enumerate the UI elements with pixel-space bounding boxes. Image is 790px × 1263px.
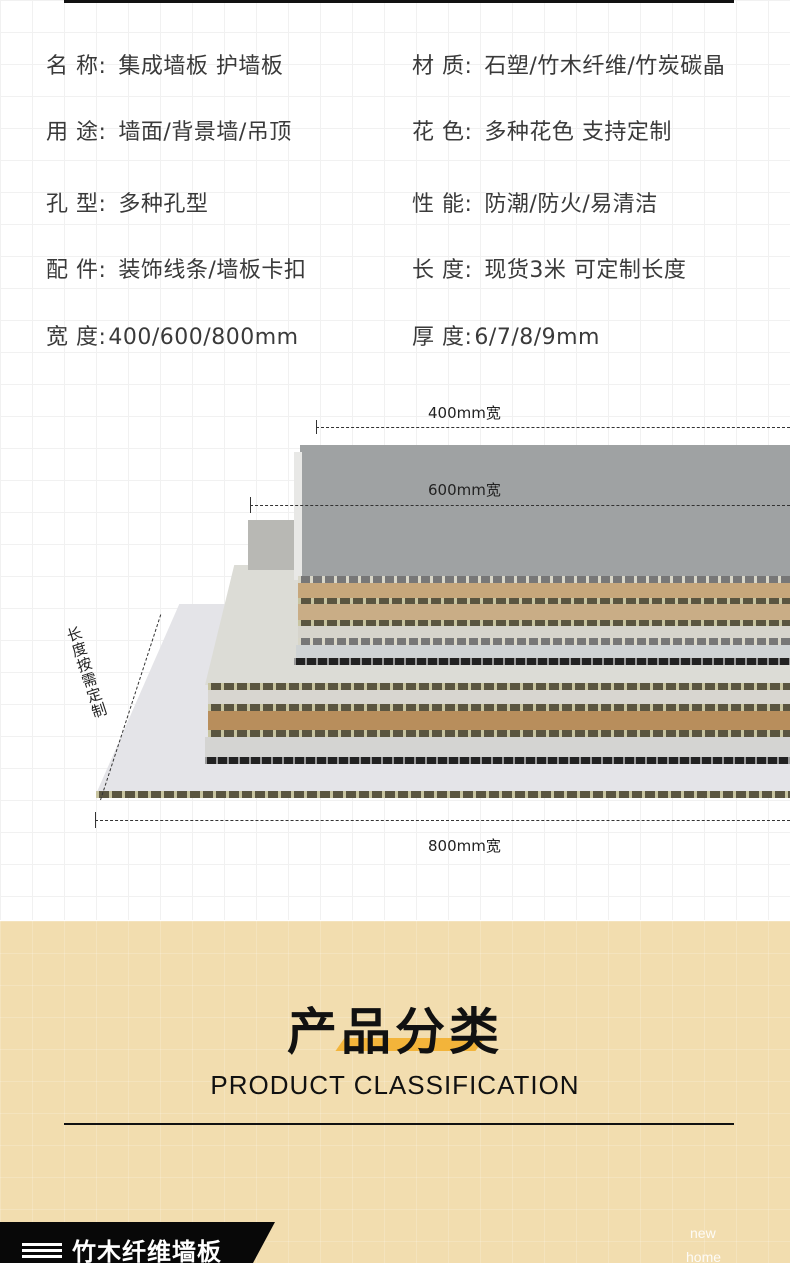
spec-usage: 用 途: 墙面/背景墙/吊顶 xyxy=(46,114,292,146)
panel-600-silver xyxy=(205,737,790,757)
spec-hole-type: 孔 型: 多种孔型 xyxy=(46,186,208,218)
spec-label: 花 色: xyxy=(412,120,473,145)
width-400-label: 400mm宽 xyxy=(428,404,501,422)
width-800-label: 800mm宽 xyxy=(428,837,501,855)
spec-label: 名 称: xyxy=(46,54,107,79)
panel-edge xyxy=(298,638,790,645)
spec-material: 材 质: 石塑/竹木纤维/竹炭碳晶 xyxy=(412,48,725,80)
panel-600-wood xyxy=(208,711,790,730)
spec-label: 宽 度: xyxy=(46,325,107,350)
spec-label: 孔 型: xyxy=(46,192,107,217)
spec-value: 多种花色 支持定制 xyxy=(484,120,672,145)
panel-edge xyxy=(208,683,790,690)
classification-section xyxy=(0,921,790,1263)
panel-400-beige xyxy=(298,626,790,640)
panel-edge xyxy=(298,576,790,583)
spec-label: 用 途: xyxy=(46,120,107,145)
spec-label: 配 件: xyxy=(46,258,107,283)
spec-performance: 性 能: 防潮/防火/易清洁 xyxy=(412,186,658,218)
spec-name: 名 称: 集成墙板 护墙板 xyxy=(46,48,283,80)
spec-color: 花 色: 多种花色 支持定制 xyxy=(412,114,672,146)
spec-value: 装饰线条/墙板卡扣 xyxy=(118,258,307,283)
panel-edge xyxy=(208,704,790,711)
panel-400-wood xyxy=(298,604,790,621)
section-title: 产品分类 xyxy=(287,1003,503,1061)
panel-400-silver xyxy=(296,645,790,658)
spec-value: 墙面/背景墙/吊顶 xyxy=(118,120,292,145)
width-600-dimension-line xyxy=(250,505,790,506)
width-600-label: 600mm宽 xyxy=(428,481,501,499)
panel-edge xyxy=(96,791,790,798)
spec-value: 防潮/防火/易清洁 xyxy=(484,192,658,217)
dimension-tick xyxy=(316,420,317,434)
section-divider xyxy=(64,1123,734,1125)
panel-edge xyxy=(298,620,790,627)
panel-400-gray xyxy=(300,445,790,583)
panel-edge xyxy=(294,658,790,665)
spec-value: 400/600/800mm xyxy=(108,325,299,350)
width-400-dimension-line xyxy=(316,427,790,428)
spec-value: 石塑/竹木纤维/竹炭碳晶 xyxy=(484,54,726,79)
spec-length: 长 度: 现货3米 可定制长度 xyxy=(412,252,686,284)
spec-label: 厚 度: xyxy=(412,325,473,350)
spec-value: 6/7/8/9mm xyxy=(474,325,600,350)
watermark-home: home xyxy=(686,1249,722,1263)
spec-label: 长 度: xyxy=(412,258,473,283)
spec-width: 宽 度:400/600/800mm xyxy=(46,319,299,351)
spec-thickness: 厚 度:6/7/8/9mm xyxy=(412,319,600,351)
panel-edge xyxy=(205,757,790,764)
panel-600-gray xyxy=(208,690,790,704)
spec-accessories: 配 件: 装饰线条/墙板卡扣 xyxy=(46,252,306,284)
spec-label: 性 能: xyxy=(412,192,473,217)
dimension-tick xyxy=(95,812,96,828)
dimension-tick xyxy=(250,497,251,513)
spec-value: 现货3米 可定制长度 xyxy=(484,258,687,283)
section-subtitle: PRODUCT CLASSIFICATION xyxy=(210,1070,580,1100)
watermark-new: new xyxy=(690,1225,716,1241)
width-800-dimension-line xyxy=(95,820,790,821)
spec-value: 集成墙板 护墙板 xyxy=(118,54,284,79)
menu-lines-icon xyxy=(22,1243,62,1261)
top-divider xyxy=(64,0,734,3)
spec-label: 材 质: xyxy=(412,54,473,79)
panel-400-wood-light xyxy=(298,583,790,600)
panel-side xyxy=(294,452,302,580)
panel-edge xyxy=(208,730,790,737)
panel-edge xyxy=(298,598,790,605)
spec-value: 多种孔型 xyxy=(118,192,209,217)
category-label: 竹木纤维墙板 xyxy=(72,1238,222,1263)
